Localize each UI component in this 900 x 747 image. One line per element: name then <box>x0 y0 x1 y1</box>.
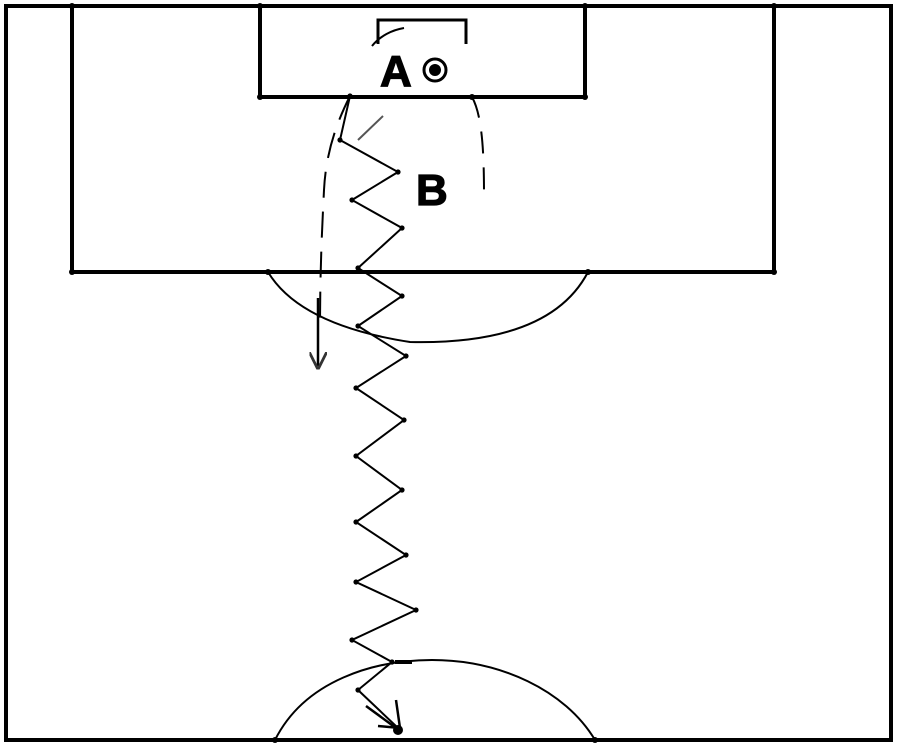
dribble-joint <box>353 519 359 525</box>
goal-area <box>258 6 587 99</box>
player-b-run-right <box>471 96 485 196</box>
dribble-joint <box>413 607 419 613</box>
finish-arrow-icon <box>365 704 397 730</box>
dribble-joint <box>349 197 355 203</box>
dribble-joints <box>337 93 419 731</box>
dribble-joint <box>389 659 395 665</box>
dribble-joint <box>353 453 359 459</box>
dribble-joint <box>399 293 405 299</box>
line-endpoints <box>69 3 777 743</box>
dribble-joint <box>347 93 353 99</box>
dribble-joint <box>355 687 361 693</box>
penalty-arc <box>267 271 589 344</box>
dribble-joint <box>395 169 401 175</box>
dribble-joint <box>399 225 405 231</box>
dribble-joint <box>403 552 409 558</box>
goal-icon <box>376 18 468 44</box>
dribble-joint <box>337 137 343 143</box>
goal-hook <box>371 27 405 47</box>
dribble-joint <box>353 385 359 391</box>
pitch-boundary <box>4 4 893 742</box>
player-b-label: B <box>416 166 448 215</box>
pass-tick <box>357 115 384 141</box>
penalty-area <box>70 6 776 274</box>
dribble-zigzag-path <box>338 95 419 729</box>
dribble-joint <box>401 417 407 423</box>
dribble-joint <box>355 323 361 329</box>
ball-icon <box>422 57 448 83</box>
center-circle-arc <box>274 658 596 741</box>
dribble-joint <box>355 265 361 271</box>
dribble-joint <box>399 487 405 493</box>
dribble-joint <box>403 353 409 359</box>
player-b-run-left <box>319 95 351 331</box>
dribble-joint <box>349 637 355 643</box>
player-a-label: A <box>380 47 412 96</box>
dribble-joint <box>353 579 359 585</box>
